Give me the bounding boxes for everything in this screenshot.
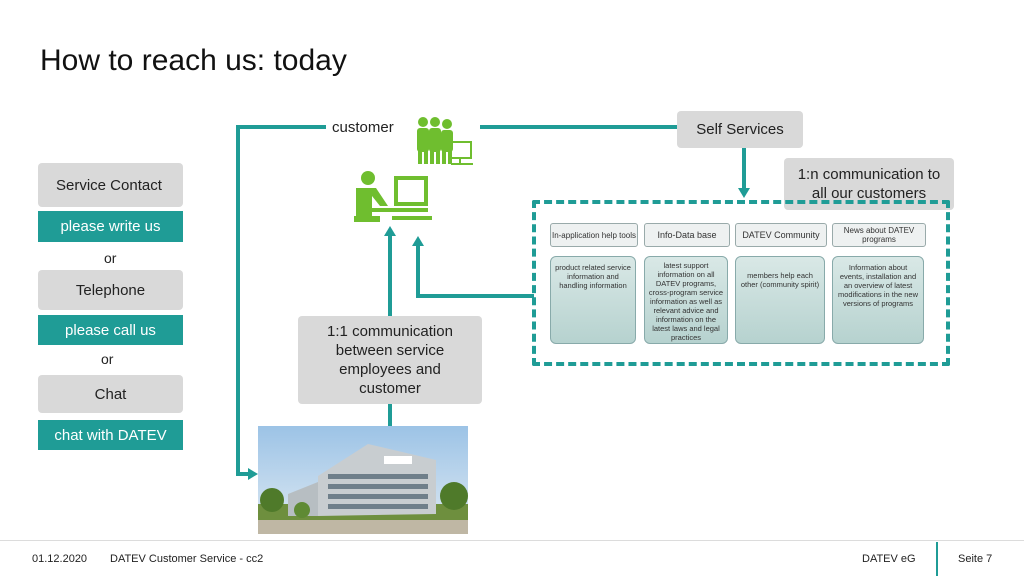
- footer-company: DATEV eG: [862, 553, 916, 565]
- one-to-one-box: 1:1 communication between service employ…: [298, 316, 482, 404]
- or-text-2: or: [101, 351, 114, 367]
- sv-header-news: News about DATEV programs: [832, 223, 926, 247]
- sv-card-community: members help each other (community spiri…: [735, 256, 825, 344]
- customer-label: customer: [332, 119, 394, 136]
- connector-selfservice-down: [742, 148, 746, 188]
- self-services-label: Self Services: [696, 121, 784, 138]
- connector-1-1-down: [388, 404, 392, 428]
- sv-header-community: DATEV Community: [735, 223, 827, 247]
- group-of-people-icon: [413, 116, 477, 168]
- chat-with-datev-button[interactable]: chat with DATEV: [38, 420, 183, 450]
- connector-top-left: [236, 125, 326, 129]
- arrow-up-selfservice: [412, 236, 424, 246]
- connector-bottom: [236, 472, 250, 476]
- arrow-down-1n: [738, 188, 750, 198]
- one-to-one-label: 1:1 communication between service employ…: [327, 323, 453, 397]
- arrow-up-customer: [384, 226, 396, 236]
- connector-selfservice-left: [416, 294, 534, 298]
- write-us-label: please write us: [60, 218, 161, 235]
- page-title: How to reach us: today: [40, 44, 347, 77]
- connector-left-vertical: [236, 125, 240, 475]
- self-services-box: Self Services: [677, 111, 803, 148]
- telephone-box: Telephone: [38, 270, 183, 310]
- write-us-button[interactable]: please write us: [38, 211, 183, 242]
- footer-page-number: Seite 7: [958, 553, 993, 565]
- office-building-photo: [258, 426, 468, 534]
- sv-header-help-tools: In-application help tools: [550, 223, 638, 247]
- telephone-label: Telephone: [75, 281, 146, 299]
- one-to-n-label: 1:n communication to all our customers: [797, 166, 941, 202]
- call-us-label: please call us: [65, 321, 156, 339]
- person-at-computer-icon: [344, 170, 434, 226]
- connector-1-1-up: [388, 236, 392, 318]
- sv-card-help-tools: product related service information and …: [550, 256, 636, 344]
- connector-selfservice-left-vertical: [416, 244, 420, 296]
- or-text-1: or: [104, 250, 117, 266]
- footer-document-title: DATEV Customer Service - cc2: [110, 553, 264, 565]
- footer-date: 01.12.2020: [32, 553, 88, 565]
- chat-box: Chat: [38, 375, 183, 413]
- footer-divider: [0, 540, 1024, 541]
- chat-with-datev-label: chat with DATEV: [54, 426, 167, 444]
- sv-header-info-database: Info-Data base: [644, 223, 730, 247]
- service-contact-box: Service Contact: [38, 163, 183, 207]
- arrow-to-building: [248, 468, 258, 480]
- sv-card-info-database: latest support information on all DATEV …: [644, 256, 728, 344]
- footer-separator: [936, 542, 938, 576]
- service-contact-label: Service Contact: [56, 176, 162, 194]
- chat-label: Chat: [94, 385, 127, 403]
- sv-card-news: Information about events, installation a…: [832, 256, 924, 344]
- connector-top-right: [480, 125, 680, 129]
- call-us-button[interactable]: please call us: [38, 315, 183, 345]
- self-services-frame: [532, 200, 950, 366]
